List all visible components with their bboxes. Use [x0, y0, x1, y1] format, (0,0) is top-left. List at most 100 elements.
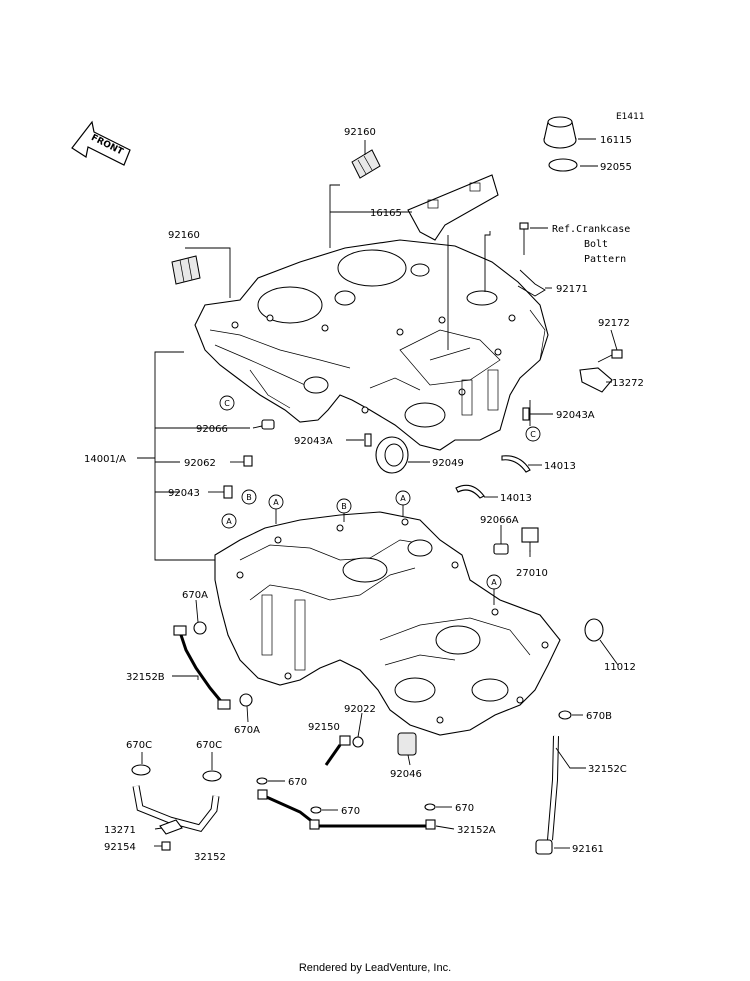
- part-27010-switch: [521, 527, 539, 552]
- label-16165: 16165: [370, 208, 402, 219]
- label-32152b: 32152B: [126, 672, 165, 683]
- label-32152c: 32152C: [588, 764, 627, 775]
- label-92043a-center: 92043A: [294, 436, 333, 447]
- part-670-ring-a: [256, 777, 268, 785]
- part-92154-bolt: [161, 841, 171, 851]
- label-92055: 92055: [600, 162, 632, 173]
- label-670c-b: 670C: [196, 740, 222, 751]
- label-670b: 670B: [586, 711, 612, 722]
- label-92066: 92066: [196, 424, 228, 435]
- part-13272-plate: [579, 367, 613, 393]
- part-92161: [535, 839, 553, 855]
- label-92160-top: 92160: [344, 127, 376, 138]
- part-670b-ring: [558, 710, 572, 720]
- diagram-id: E1411: [616, 112, 645, 122]
- part-92066-plug: [261, 419, 275, 430]
- label-670-a: 670: [288, 777, 307, 788]
- callout-b-left: B: [241, 489, 257, 505]
- svg-text:A: A: [226, 517, 232, 526]
- part-670a-ring-b: [239, 693, 253, 707]
- part-11012-gasket: [584, 618, 604, 642]
- svg-text:C: C: [530, 430, 536, 439]
- label-92172: 92172: [598, 318, 630, 329]
- callout-c-upper-left: C: [219, 395, 235, 411]
- svg-text:C: C: [224, 399, 230, 408]
- label-13271: 13271: [104, 825, 136, 836]
- label-670-b: 670: [341, 806, 360, 817]
- label-13272: 13272: [612, 378, 644, 389]
- label-14001a: 14001/A: [84, 454, 126, 465]
- ref-note-line1: Ref.Crankcase: [552, 224, 630, 235]
- part-670c-ring-b: [202, 770, 222, 782]
- callout-circles: C C B A A B A A: [219, 395, 541, 605]
- callout-c-upper-right: C: [525, 426, 541, 442]
- label-16115: 16115: [600, 135, 632, 146]
- part-92160-top: [351, 149, 381, 179]
- label-92046: 92046: [390, 769, 422, 780]
- label-670a-a: 670A: [182, 590, 208, 601]
- part-670c-ring-a: [131, 764, 151, 776]
- svg-text:B: B: [341, 502, 347, 511]
- label-27010: 27010: [516, 568, 548, 579]
- label-92160-left: 92160: [168, 230, 200, 241]
- label-92049: 92049: [432, 458, 464, 469]
- part-92172-screw: [597, 349, 623, 363]
- svg-text:A: A: [400, 494, 406, 503]
- part-92046-bearing: [397, 732, 417, 756]
- part-92049-oil-seal: [375, 436, 409, 474]
- part-14013-b: [455, 484, 485, 499]
- svg-text:B: B: [246, 493, 252, 502]
- callout-a-left: A: [221, 513, 237, 529]
- label-11012: 11012: [604, 662, 636, 673]
- label-670c-a: 670C: [126, 740, 152, 751]
- label-92150: 92150: [308, 722, 340, 733]
- part-670-ring-c: [424, 803, 436, 811]
- label-32152: 32152: [194, 852, 226, 863]
- label-14013-a: 14013: [544, 461, 576, 472]
- label-92062: 92062: [184, 458, 216, 469]
- label-14013-b: 14013: [500, 493, 532, 504]
- part-92066a: [493, 543, 509, 555]
- label-92154: 92154: [104, 842, 136, 853]
- label-92161: 92161: [572, 844, 604, 855]
- lower-crankcase: [214, 511, 561, 736]
- front-arrow-icon: FRONT: [71, 120, 131, 166]
- part-92160-left: [171, 255, 201, 285]
- part-14013-a: [501, 455, 531, 473]
- part-16115-oil-cap: [543, 116, 577, 149]
- part-92043a-pin-right: [522, 407, 530, 421]
- callout-a-case-2: A: [395, 490, 411, 506]
- part-92150-bolt: [324, 735, 351, 766]
- footer-credit: Rendered by LeadVenture, Inc.: [298, 962, 452, 974]
- label-92171: 92171: [556, 284, 588, 295]
- part-670a-ring-a: [193, 621, 207, 635]
- label-670-c: 670: [455, 803, 474, 814]
- part-13271: [159, 819, 183, 835]
- label-92066a: 92066A: [480, 515, 519, 526]
- callout-a-case-3: A: [486, 574, 502, 590]
- label-670a-b: 670A: [234, 725, 260, 736]
- svg-text:A: A: [273, 498, 279, 507]
- leader-lines: [137, 138, 619, 849]
- crankcase-bolt: [519, 222, 529, 255]
- label-92043: 92043: [168, 488, 200, 499]
- part-92055-o-ring: [548, 158, 578, 172]
- ref-note-line3: Pattern: [584, 254, 626, 265]
- part-32152a-pipe: [261, 793, 430, 828]
- label-92043a-right: 92043A: [556, 410, 595, 421]
- part-670-ring-b: [310, 806, 322, 814]
- label-32152a: 32152A: [457, 825, 496, 836]
- part-16165-plate: [407, 174, 499, 241]
- svg-text:A: A: [491, 578, 497, 587]
- part-92043a-pin-center: [364, 433, 372, 447]
- ref-note-line2: Bolt: [584, 239, 608, 250]
- part-92043: [223, 485, 233, 499]
- part-92062: [243, 455, 253, 467]
- part-labels: 92160 92160 16115 92055 16165 Ref.Crankc…: [84, 127, 644, 863]
- label-92022: 92022: [344, 704, 376, 715]
- callout-b-case: B: [336, 498, 352, 514]
- callout-a-case-1: A: [268, 494, 284, 510]
- part-92022-washer: [352, 736, 364, 748]
- part-32152b-pipe: [178, 631, 226, 706]
